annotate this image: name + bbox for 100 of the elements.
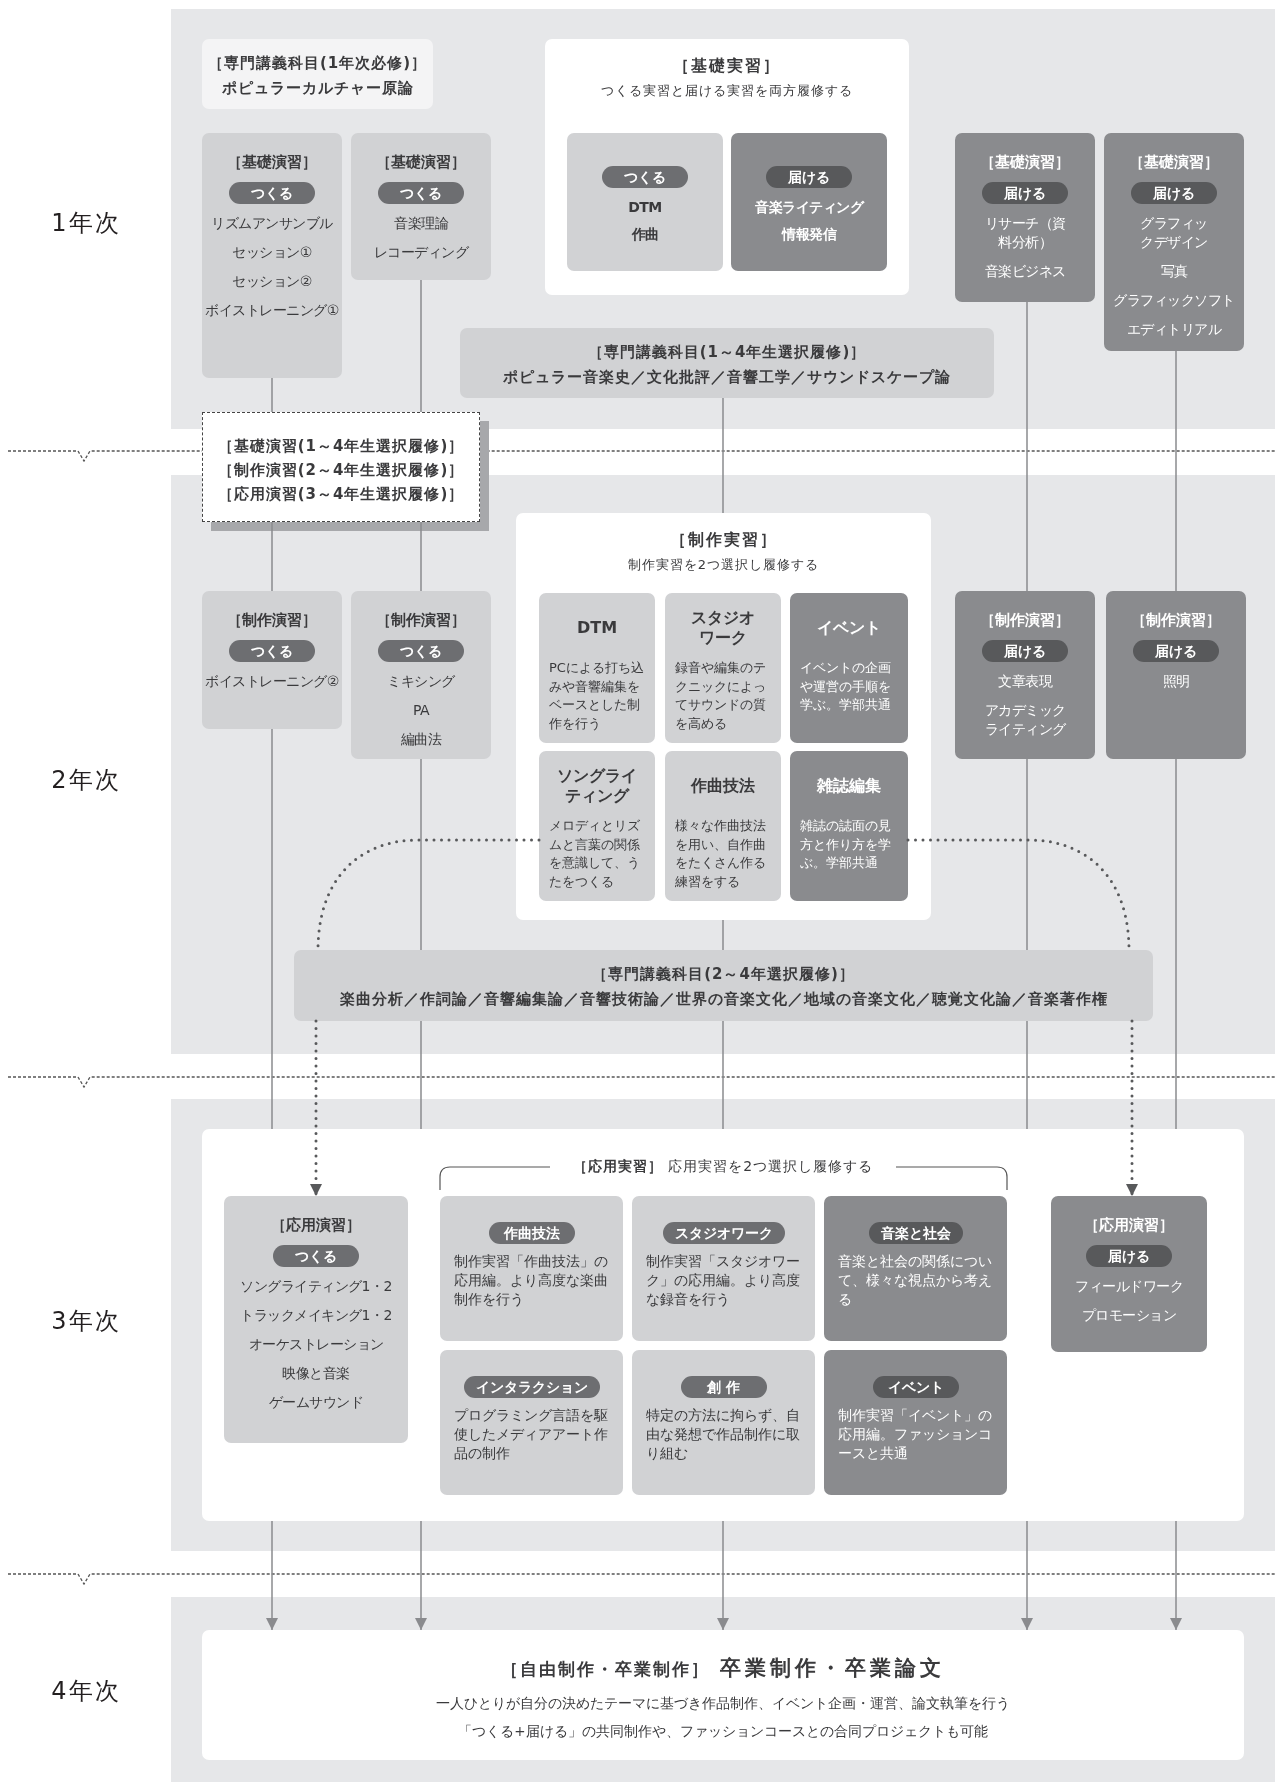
panel-heading: ［制作実習］ bbox=[669, 529, 778, 551]
connector-line bbox=[420, 521, 422, 592]
year-label: 1年次 bbox=[51, 208, 121, 239]
course-name: 音楽理論 bbox=[394, 214, 448, 233]
course-description: 様々な作曲技法を用い、自作曲をたくさん作る練習をする bbox=[674, 817, 767, 891]
course-name: 編曲法 bbox=[400, 730, 442, 749]
course-name: グラフィックソフト bbox=[1113, 291, 1235, 310]
course-description: 雑誌の誌面の見方と作り方を学ぶ。学部共通 bbox=[799, 817, 892, 872]
course-name: 音楽ライティング bbox=[755, 198, 863, 217]
category-tag: 届ける bbox=[1133, 640, 1219, 662]
arrow bbox=[415, 1520, 427, 1631]
course-heading: ［基礎演習(1～4年生選択履修)］ bbox=[217, 436, 465, 457]
course-list: 楽曲分析／作詞論／音響編集論／音響技術論／世界の音楽文化／地域の音楽文化／聴覚文化論／音楽著作権 bbox=[339, 988, 1108, 1010]
course-description: メロディとリズムと言葉の関係を意識して、うたをつくる bbox=[548, 817, 641, 891]
connector-line bbox=[420, 1020, 422, 1130]
project-heading: ［自由制作・卒業制作］ bbox=[501, 1658, 710, 1681]
course-heading: ［制作演習］ bbox=[1131, 610, 1221, 631]
category-tag: 届ける bbox=[1086, 1245, 1172, 1267]
year-label: 4年次 bbox=[51, 1676, 121, 1707]
course-box bbox=[955, 133, 1095, 302]
panel-subtitle: つくる実習と届ける実習を両方履修する bbox=[601, 82, 853, 100]
course-title: 雑誌編集 bbox=[817, 776, 881, 796]
connector-line bbox=[271, 377, 273, 413]
course-name: リズムアンサンブル bbox=[211, 214, 333, 233]
course-box bbox=[1051, 1196, 1207, 1352]
category-tag: 届ける bbox=[982, 640, 1068, 662]
panel-subtitle: 制作実習を2つ選択し履修する bbox=[627, 556, 820, 574]
course-heading: ［制作演習］ bbox=[376, 610, 466, 631]
connector-line bbox=[1026, 758, 1028, 951]
connector-line bbox=[722, 919, 724, 951]
project-title: 卒業制作・卒業論文 bbox=[720, 1655, 945, 1682]
course-box bbox=[1106, 591, 1246, 759]
course-box bbox=[567, 133, 723, 271]
course-name: フィールドワーク bbox=[1075, 1277, 1183, 1296]
course-name: PA bbox=[412, 701, 430, 720]
category-tag: 届ける bbox=[982, 182, 1068, 204]
course-name: ソングライティング1・2 bbox=[240, 1277, 392, 1296]
year-label: 3年次 bbox=[51, 1306, 121, 1337]
course-card bbox=[790, 593, 908, 743]
year-label: 2年次 bbox=[51, 765, 121, 796]
course-box bbox=[351, 591, 491, 759]
category-tag: 創 作 bbox=[680, 1376, 767, 1398]
category-tag: インタラクション bbox=[463, 1376, 600, 1398]
course-card bbox=[665, 751, 781, 901]
course-heading: ［基礎演習］ bbox=[1129, 152, 1219, 173]
course-name: リサーチ（資料分析） bbox=[983, 214, 1067, 252]
connector-line bbox=[1026, 1020, 1028, 1130]
course-name: 情報発信 bbox=[782, 225, 836, 244]
category-tag: つくる bbox=[378, 640, 464, 662]
category-tag: スタジオワーク bbox=[662, 1222, 785, 1244]
practice-panel bbox=[202, 1129, 1244, 1521]
course-heading: ［応用演習］ bbox=[271, 1215, 361, 1236]
course-title: イベント bbox=[817, 618, 881, 638]
course-name: セッション① bbox=[232, 243, 312, 262]
course-name: ミキシング bbox=[387, 672, 455, 691]
course-card bbox=[539, 593, 655, 743]
connector-line bbox=[722, 397, 724, 514]
course-description: PCによる打ち込みや音響編集をベースとした制作を行う bbox=[548, 659, 645, 733]
course-name: エディトリアル bbox=[1126, 320, 1222, 339]
course-description: 制作実習「イベント」の応用編。ファッションコースと共通 bbox=[837, 1406, 993, 1463]
category-tag: つくる bbox=[602, 166, 688, 188]
course-heading: ［専門講義科目(2～4年選択履修)］ bbox=[592, 964, 855, 985]
course-description: イベントの企画や運営の手順を学ぶ。学部共通 bbox=[799, 659, 892, 714]
course-description: 録音や編集のテクニックによってサウンドの質を高める bbox=[674, 659, 767, 733]
connector-line bbox=[1026, 301, 1028, 592]
arrow bbox=[266, 1520, 278, 1631]
course-name: 写真 bbox=[1160, 262, 1188, 281]
connector-line bbox=[1175, 758, 1177, 1130]
course-title: スタジオワーク bbox=[690, 608, 756, 648]
course-name: アカデミックライティング bbox=[983, 701, 1067, 739]
course-heading: ［専門講義科目(1～4年生選択履修)］ bbox=[587, 342, 867, 363]
course-name: ボイストレーニング① bbox=[205, 301, 339, 320]
course-description: プログラミング言語を駆使したメディアアート作品の制作 bbox=[453, 1406, 609, 1463]
lecture-box bbox=[294, 950, 1153, 1021]
category-tag: 作曲技法 bbox=[488, 1222, 575, 1244]
course-box bbox=[1104, 133, 1244, 351]
panel-heading: ［基礎実習］ bbox=[673, 55, 781, 77]
connector-line bbox=[420, 279, 422, 413]
course-card bbox=[440, 1196, 623, 1341]
practice-panel bbox=[516, 513, 931, 920]
course-heading: ［基礎演習］ bbox=[376, 152, 466, 173]
course-card bbox=[440, 1350, 623, 1495]
course-list: ポピュラー音楽史／文化批評／音響工学／サウンドスケープ論 bbox=[503, 366, 951, 388]
connector-line bbox=[271, 728, 273, 1130]
course-heading: ［基礎演習］ bbox=[980, 152, 1070, 173]
course-name: レコーディング bbox=[373, 243, 469, 262]
category-tag: 届ける bbox=[766, 166, 852, 188]
category-tag: イベント bbox=[872, 1376, 959, 1398]
category-tag: つくる bbox=[229, 182, 315, 204]
course-box bbox=[955, 591, 1095, 759]
course-name: セッション② bbox=[232, 272, 312, 291]
course-name: ゲームサウンド bbox=[268, 1393, 364, 1412]
project-description: 「つくる+届ける」の共同制作や、ファッションコースとの合同プロジェクトも可能 bbox=[458, 1722, 988, 1740]
course-list: ポピュラーカルチャー原論 bbox=[221, 77, 414, 99]
course-description: 制作実習「作曲技法」の応用編。より高度な楽曲制作を行う bbox=[453, 1252, 609, 1309]
course-name: グラフィックデザイン bbox=[1139, 214, 1209, 252]
course-card bbox=[632, 1196, 815, 1341]
course-card bbox=[632, 1350, 815, 1495]
course-heading: ［基礎演習］ bbox=[227, 152, 317, 173]
arrow bbox=[310, 1019, 322, 1198]
